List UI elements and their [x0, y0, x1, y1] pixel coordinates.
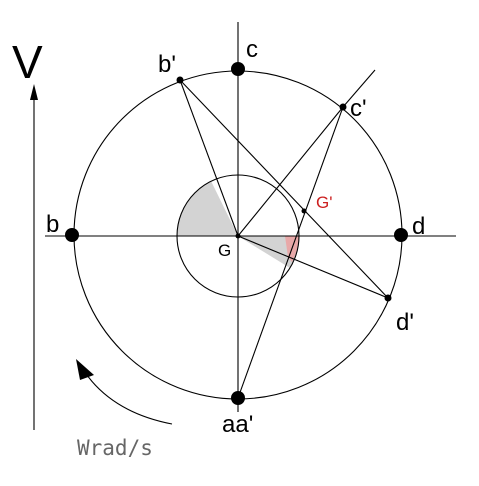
- line-bprime-dprime: [179, 79, 389, 299]
- point-g: [235, 233, 241, 239]
- point-bprime: [176, 76, 184, 84]
- line-cprime-ext: [342, 69, 376, 108]
- point-cprime: [339, 103, 347, 111]
- point-d: [394, 228, 408, 242]
- label-dprime: d': [396, 309, 414, 336]
- line-g-bprime: [179, 79, 239, 237]
- label-gprime: G': [316, 193, 332, 212]
- line-cprime-a: [237, 106, 344, 399]
- label-aaprime: aa': [222, 411, 253, 438]
- label-b: b: [46, 211, 59, 238]
- shaded-sector-lower-right: [238, 236, 300, 268]
- rotation-arrowhead: [76, 359, 94, 380]
- label-bprime: b': [158, 51, 176, 78]
- rotation-arc: [81, 367, 173, 425]
- point-gprime: [301, 208, 307, 214]
- point-c: [231, 62, 245, 76]
- point-dprime: [384, 294, 392, 302]
- point-a: [231, 391, 245, 405]
- label-v: V: [12, 36, 43, 88]
- label-d: d: [412, 213, 425, 240]
- line-g-cprime: [237, 106, 344, 237]
- label-g: G: [218, 241, 231, 260]
- label-cprime: c': [350, 95, 367, 122]
- line-g-dprime: [237, 235, 389, 299]
- label-c: c: [246, 36, 258, 63]
- point-b: [65, 228, 79, 242]
- velocity-arrowhead: [30, 84, 38, 100]
- shaded-sector-upper-left-wedge: [211, 174, 238, 236]
- label-omega: Wrad/s: [77, 436, 153, 460]
